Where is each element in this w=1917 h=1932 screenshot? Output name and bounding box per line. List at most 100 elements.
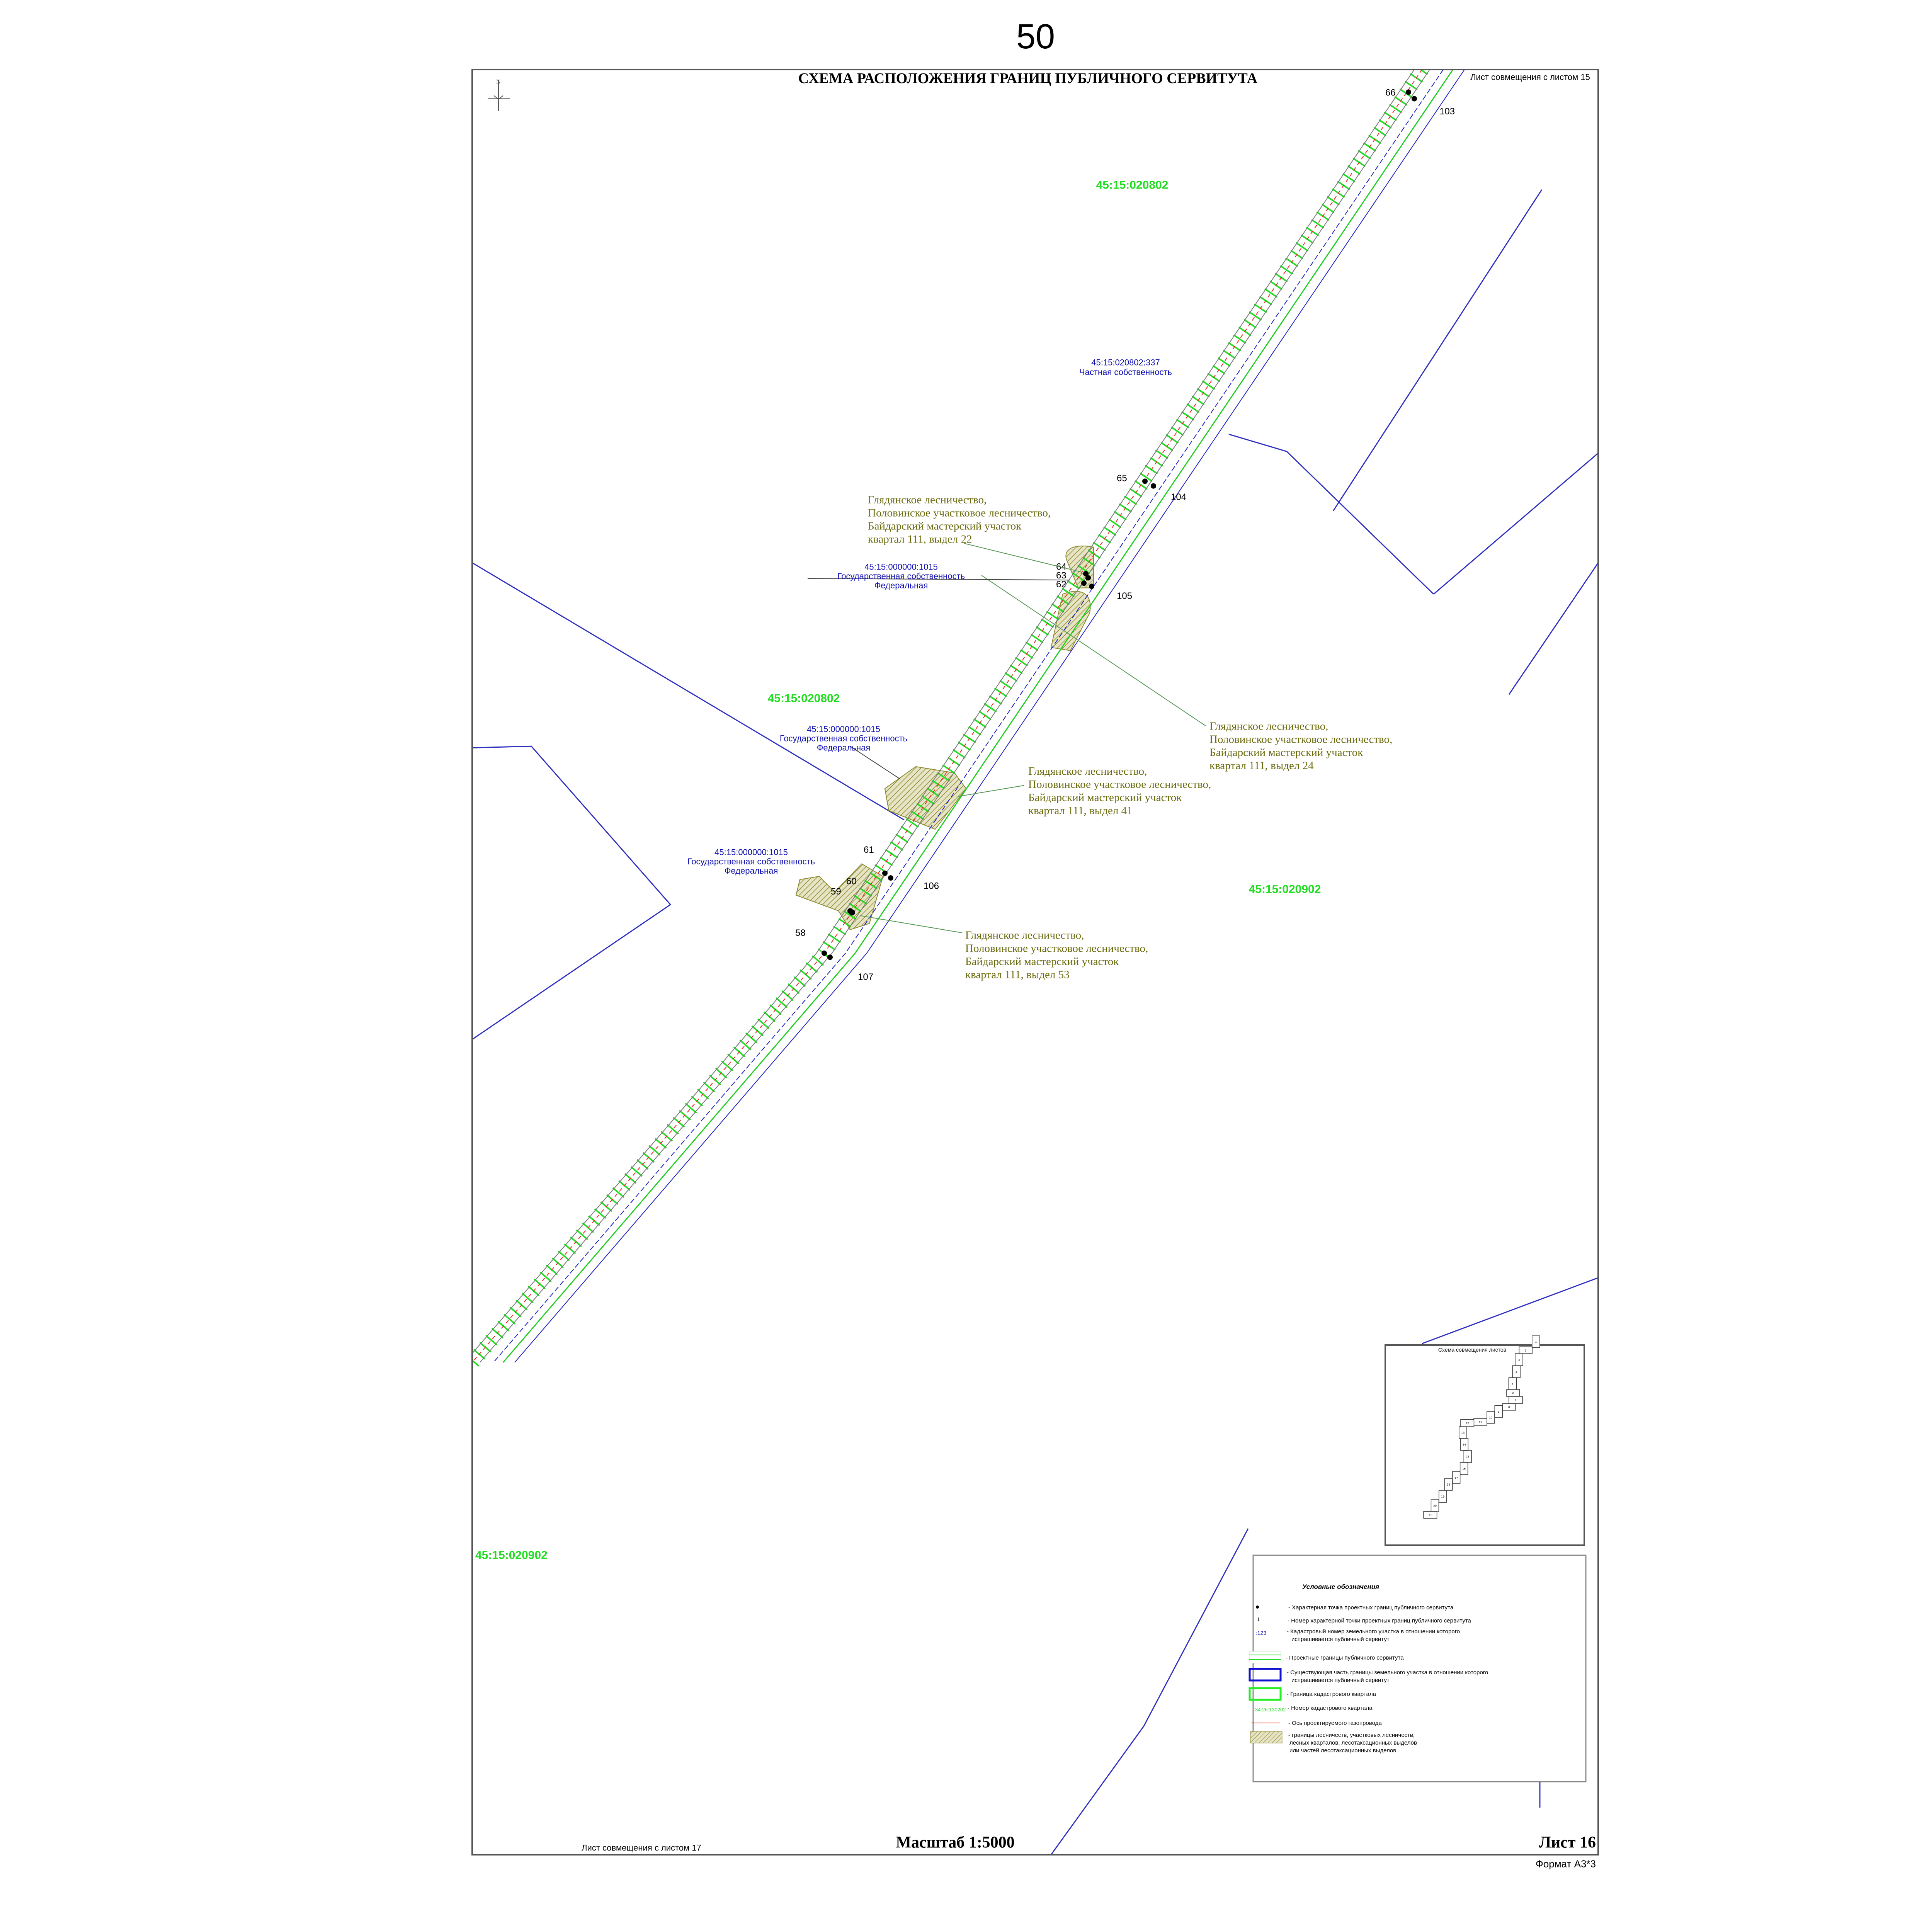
minimap-sheet — [1439, 1490, 1447, 1503]
legend-item: - Характерная точка проектных границ пуб… — [1288, 1604, 1454, 1611]
forest-label-line: Половинское участковое лесничество, — [965, 942, 1148, 955]
map-title: СХЕМА РАСПОЛОЖЕНИЯ ГРАНИЦ ПУБЛИЧНОГО СЕР… — [798, 70, 1258, 87]
forest-label-line: Глядянское лесничество, — [1209, 720, 1328, 732]
legend-item: - Номер кадастрового квартала — [1288, 1705, 1373, 1711]
minimap-sheet — [1487, 1411, 1495, 1424]
parcel-number: 45:15:000000:1015 — [714, 847, 788, 857]
quarter-number: 45:15:020902 — [475, 1549, 548, 1562]
map-frame — [471, 69, 1599, 1855]
minimap-title: Схема совмещения листов — [1438, 1347, 1506, 1353]
legend-item: лесных кварталов, лесотаксационных выдел… — [1289, 1740, 1417, 1746]
sheet-index-minimap: Схема совмещения листов 1234567891011121… — [1385, 1335, 1585, 1546]
characteristic-points: 66 103 65 104 64 63 62 105 61 106 60 59 … — [795, 87, 1455, 982]
forest-label-line: Глядянское лесничество, — [1028, 765, 1147, 777]
minimap-sheet — [1444, 1478, 1453, 1491]
parcel-number: 45:15:000000:1015 — [807, 724, 880, 734]
forest-label-line: Байдарский мастерский участок — [1209, 746, 1363, 759]
minimap-sheet — [1532, 1335, 1540, 1348]
minimap-sheet-label: 12 — [1466, 1422, 1469, 1425]
forest-label: Глядянское лесничество, Половинское учас… — [1209, 720, 1392, 772]
quarter-number: 45:15:020902 — [1249, 883, 1321, 896]
page-number: 50 — [1016, 17, 1055, 56]
legend-item: - Существующая часть границы земельного … — [1287, 1669, 1488, 1676]
parcel-boundaries — [472, 189, 1598, 1855]
parcel-label-state: 45:15:000000:1015 Государственная собств… — [837, 562, 965, 590]
forest-label-line: квартал 111, выдел 53 — [965, 969, 1070, 981]
point-label: 63 — [1056, 570, 1067, 581]
minimap-sheet-label: 16 — [1462, 1467, 1466, 1470]
legend-item: - Кадастровый номер земельного участка в… — [1287, 1628, 1460, 1635]
minimap-sheet-label: 17 — [1454, 1476, 1458, 1480]
minimap-sheet-label: 2 — [1525, 1349, 1526, 1352]
parcel-number: 45:15:020802:337 — [1091, 357, 1160, 367]
minimap-sheet-label: 10 — [1489, 1416, 1492, 1419]
minimap-sheet-label: 15 — [1466, 1455, 1470, 1458]
forest-label-line: квартал 111, выдел 41 — [1028, 804, 1133, 817]
parcel-owner: Государственная собственность — [837, 571, 965, 581]
quarter-number: 45:15:020802 — [1096, 179, 1169, 191]
legend-sample: 1 — [1257, 1617, 1260, 1622]
minimap-sheet — [1452, 1471, 1461, 1484]
parcel-label-private: 45:15:020802:337 Частная собственность — [1079, 357, 1172, 377]
forest-label-line: Байдарский мастерский участок — [1028, 791, 1182, 804]
point-label: 107 — [858, 972, 873, 982]
minimap-sheet-label: 3 — [1518, 1359, 1520, 1362]
minimap-sheet-label: 21 — [1429, 1514, 1432, 1517]
minimap-sheet — [1460, 1419, 1475, 1427]
legend-item: - Ось проектируемого газопровода — [1288, 1720, 1382, 1726]
legend-item: - границы лесничеств, участковых лесниче… — [1288, 1732, 1415, 1738]
legend-item: - Граница кадастрового квартала — [1287, 1691, 1376, 1697]
forest-vydel-53 — [795, 863, 884, 930]
minimap-sheet-label: 13 — [1461, 1432, 1465, 1435]
point-label: 106 — [924, 881, 939, 891]
parcel-label-state: 45:15:000000:1015 Государственная собств… — [780, 724, 907, 753]
parcel-number: 45:15:000000:1015 — [864, 562, 938, 571]
minimap-sheet — [1459, 1462, 1468, 1475]
point-label: 66 — [1385, 87, 1396, 98]
minimap-sheet-label: 20 — [1433, 1505, 1437, 1508]
forest-label-line: квартал 111, выдел 24 — [1209, 759, 1314, 772]
parcel-level: Федеральная — [874, 580, 928, 590]
scale-label: Масштаб 1:5000 — [896, 1833, 1014, 1851]
legend-title: Условные обозначения — [1302, 1583, 1379, 1590]
parcel-owner: Государственная собственность — [780, 734, 907, 743]
sheet-number: Лист 16 — [1539, 1833, 1596, 1851]
sheet-join-bottom: Лист совмещения с листом 17 — [582, 1843, 701, 1852]
servitude-corridor — [472, 70, 1465, 1367]
parcel-owner: Частная собственность — [1079, 367, 1172, 377]
parcel-level: Федеральная — [725, 866, 778, 876]
legend-quarter-icon — [1249, 1687, 1282, 1701]
minimap-sheet-label: 4 — [1516, 1371, 1517, 1374]
legend-item: - Проектные границы публичного сервитута — [1286, 1655, 1404, 1661]
minimap-sheet-label: 8 — [1508, 1406, 1510, 1409]
legend-sample: :123 — [1256, 1630, 1266, 1636]
format-label: Формат А3*3 — [1536, 1858, 1596, 1869]
legend-item: - Номер характерной точки проектных гран… — [1288, 1617, 1471, 1624]
map-content: 66 103 65 104 64 63 62 105 61 106 60 59 … — [472, 70, 1598, 1855]
point-label: 104 — [1171, 492, 1186, 502]
legend-item: или частей лесотаксационных выделов. — [1289, 1747, 1398, 1754]
map-sheet: 50 66 10 3 — [471, 17, 1599, 1869]
legend-parcel-icon — [1249, 1668, 1282, 1682]
point-label: 60 — [846, 876, 857, 886]
legend-servitude-icon — [1249, 1651, 1281, 1663]
legend-forest-icon — [1250, 1731, 1283, 1743]
point-label: 58 — [795, 928, 806, 938]
point-label: 59 — [831, 886, 841, 897]
forest-label-line: Половинское участковое лесничество, — [1028, 778, 1211, 791]
minimap-sheet — [1519, 1346, 1533, 1354]
forest-label-line: Байдарский мастерский участок — [868, 520, 1022, 532]
minimap-sheet-label: 1 — [1535, 1340, 1537, 1344]
quarter-number: 45:15:020802 — [768, 692, 840, 705]
minimap-sheet-label: 5 — [1512, 1383, 1513, 1386]
forest-label-line: Байдарский мастерский участок — [965, 956, 1119, 968]
point-label: 65 — [1117, 473, 1127, 484]
sheet-join-top: Лист совмещения с листом 15 — [1470, 72, 1590, 82]
minimap-sheet-label: 11 — [1479, 1421, 1482, 1424]
minimap-sheet-label: 7 — [1515, 1399, 1516, 1402]
forest-label-line: Глядянское лесничество, — [965, 929, 1084, 942]
minimap-sheet-label: 9 — [1498, 1410, 1499, 1413]
legend: Условные обозначения 1 :123 34:26:130202… — [1249, 1554, 1587, 1782]
forest-label-line: Половинское участковое лесничество, — [868, 507, 1051, 519]
